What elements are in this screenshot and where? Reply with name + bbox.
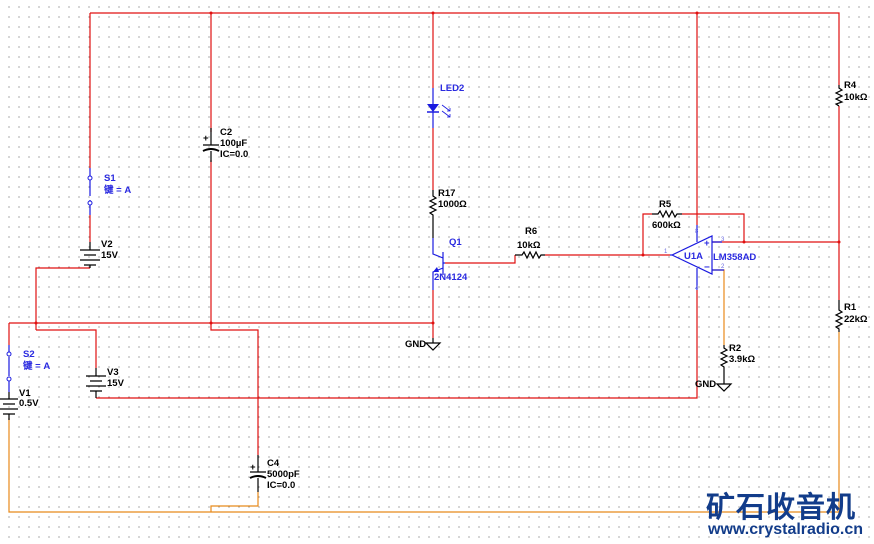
gnd1-label: GND: [405, 339, 426, 350]
wire-c4-top[interactable]: [210, 323, 259, 455]
ground-gnd1[interactable]: GND: [405, 338, 442, 351]
u1a-minus: −: [704, 262, 710, 273]
wire-c4-bottom[interactable]: [210, 492, 259, 512]
s1-key: 键 = A: [103, 184, 131, 196]
r6-value: 10kΩ: [517, 240, 541, 251]
v3-ref: V3: [107, 367, 119, 378]
r2-ref: R2: [729, 343, 741, 354]
c4-value: 5000pF: [267, 469, 300, 480]
c4-ic: IC=0.0: [267, 480, 295, 491]
wires-orange: [8, 269, 840, 513]
led-led2[interactable]: LED2: [427, 83, 464, 128]
wire-v3-neg-bus[interactable]: [96, 290, 698, 399]
r1-value: 22kΩ: [844, 314, 868, 325]
r6-ref: R6: [525, 226, 537, 237]
resistor-r5[interactable]: R5 600kΩ: [652, 199, 682, 231]
v3-value: 15V: [107, 378, 125, 389]
switch-s2[interactable]: S2 键 = A: [6, 345, 50, 392]
resistor-r4[interactable]: R4 10kΩ: [834, 80, 868, 107]
wires-red: [8, 12, 840, 455]
junction-dot: [209, 11, 213, 15]
s2-ref: S2: [23, 349, 35, 360]
c2-ic: IC=0.0: [220, 149, 248, 160]
q1-ref: Q1: [449, 237, 462, 248]
r5-ref: R5: [659, 199, 672, 210]
resistor-r1[interactable]: R1 22kΩ: [834, 300, 868, 332]
capacitor-c2[interactable]: + C2 100µF IC=0.0: [202, 127, 248, 162]
u1a-pin3: 3: [721, 237, 725, 243]
v2-value: 15V: [101, 250, 119, 261]
wire-top-rail[interactable]: [90, 12, 840, 85]
c4-plus: +: [250, 462, 256, 473]
resistor-r6[interactable]: R6 10kΩ: [515, 226, 545, 260]
wire-base-r6[interactable]: [445, 255, 516, 264]
ground-gnd2[interactable]: GND: [695, 379, 733, 392]
c2-value: 100µF: [220, 138, 247, 149]
r4-ref: R4: [844, 80, 857, 91]
wire-r5-feedback-right[interactable]: [682, 213, 745, 242]
c2-plus: +: [203, 133, 209, 144]
wire-v1-bottom[interactable]: [8, 418, 697, 513]
r4-value: 10kΩ: [844, 92, 868, 103]
q1-model: 2N4124: [434, 272, 468, 283]
junction-dot: [34, 321, 38, 325]
junction-dot: [209, 321, 213, 325]
wire-opamp-r2[interactable]: [712, 269, 725, 345]
c4-ref: C4: [267, 458, 280, 469]
wire-v2-neg[interactable]: [35, 267, 90, 330]
wire-r5-feedback-left[interactable]: [642, 213, 652, 255]
junction-dot: [837, 240, 841, 244]
u1a-ref: U1A: [684, 251, 703, 262]
u1a-pin2: 2: [721, 264, 725, 270]
r1-ref: R1: [844, 302, 857, 313]
gnd2-label: GND: [695, 379, 716, 390]
junction-dot: [695, 11, 699, 15]
battery-v3[interactable]: V3 15V: [86, 367, 125, 398]
v1-ref: V1: [19, 388, 31, 399]
watermark-url: www.crystalradio.cn: [708, 521, 864, 538]
u1a-pin1: 1: [664, 249, 668, 255]
battery-v1[interactable]: V1 0.5V: [0, 388, 39, 420]
transistor-q1[interactable]: Q1 2N4124: [432, 237, 468, 290]
r17-value: 1000Ω: [438, 199, 467, 210]
resistor-r17[interactable]: R17 1000Ω: [428, 188, 467, 238]
u1a-pin8: 8: [695, 229, 699, 235]
battery-v2[interactable]: V2 15V: [80, 239, 119, 268]
r5-value: 600kΩ: [652, 220, 681, 231]
wire-v3-top[interactable]: [36, 329, 97, 368]
watermark-title: 矿石收音机: [706, 490, 857, 524]
resistor-r2[interactable]: R2 3.9kΩ: [719, 343, 755, 382]
junction-dot: [742, 240, 746, 244]
u1a-plus: +: [704, 238, 710, 249]
junction-dot: [431, 321, 435, 325]
junction-dot: [641, 253, 645, 257]
c2-ref: C2: [220, 127, 232, 138]
led2-ref: LED2: [440, 83, 464, 94]
v1-value: 0.5V: [19, 398, 39, 409]
v2-ref: V2: [101, 239, 113, 250]
wire-r1-bottom[interactable]: [697, 332, 840, 513]
r2-value: 3.9kΩ: [729, 354, 755, 365]
opamp-u1a[interactable]: U1A LM358AD + − 1 2 3 8 4: [664, 225, 756, 292]
r17-ref: R17: [438, 188, 455, 199]
s2-key: 键 = A: [22, 360, 50, 372]
s1-ref: S1: [104, 173, 116, 184]
junction-dot: [431, 11, 435, 15]
capacitor-c4[interactable]: + C4 5000pF IC=0.0: [249, 455, 300, 492]
switch-s1[interactable]: S1 键 = A: [87, 168, 131, 215]
u1a-model: LM358AD: [713, 252, 756, 263]
u1a-pin4: 4: [695, 286, 699, 292]
junctions: [34, 11, 841, 325]
